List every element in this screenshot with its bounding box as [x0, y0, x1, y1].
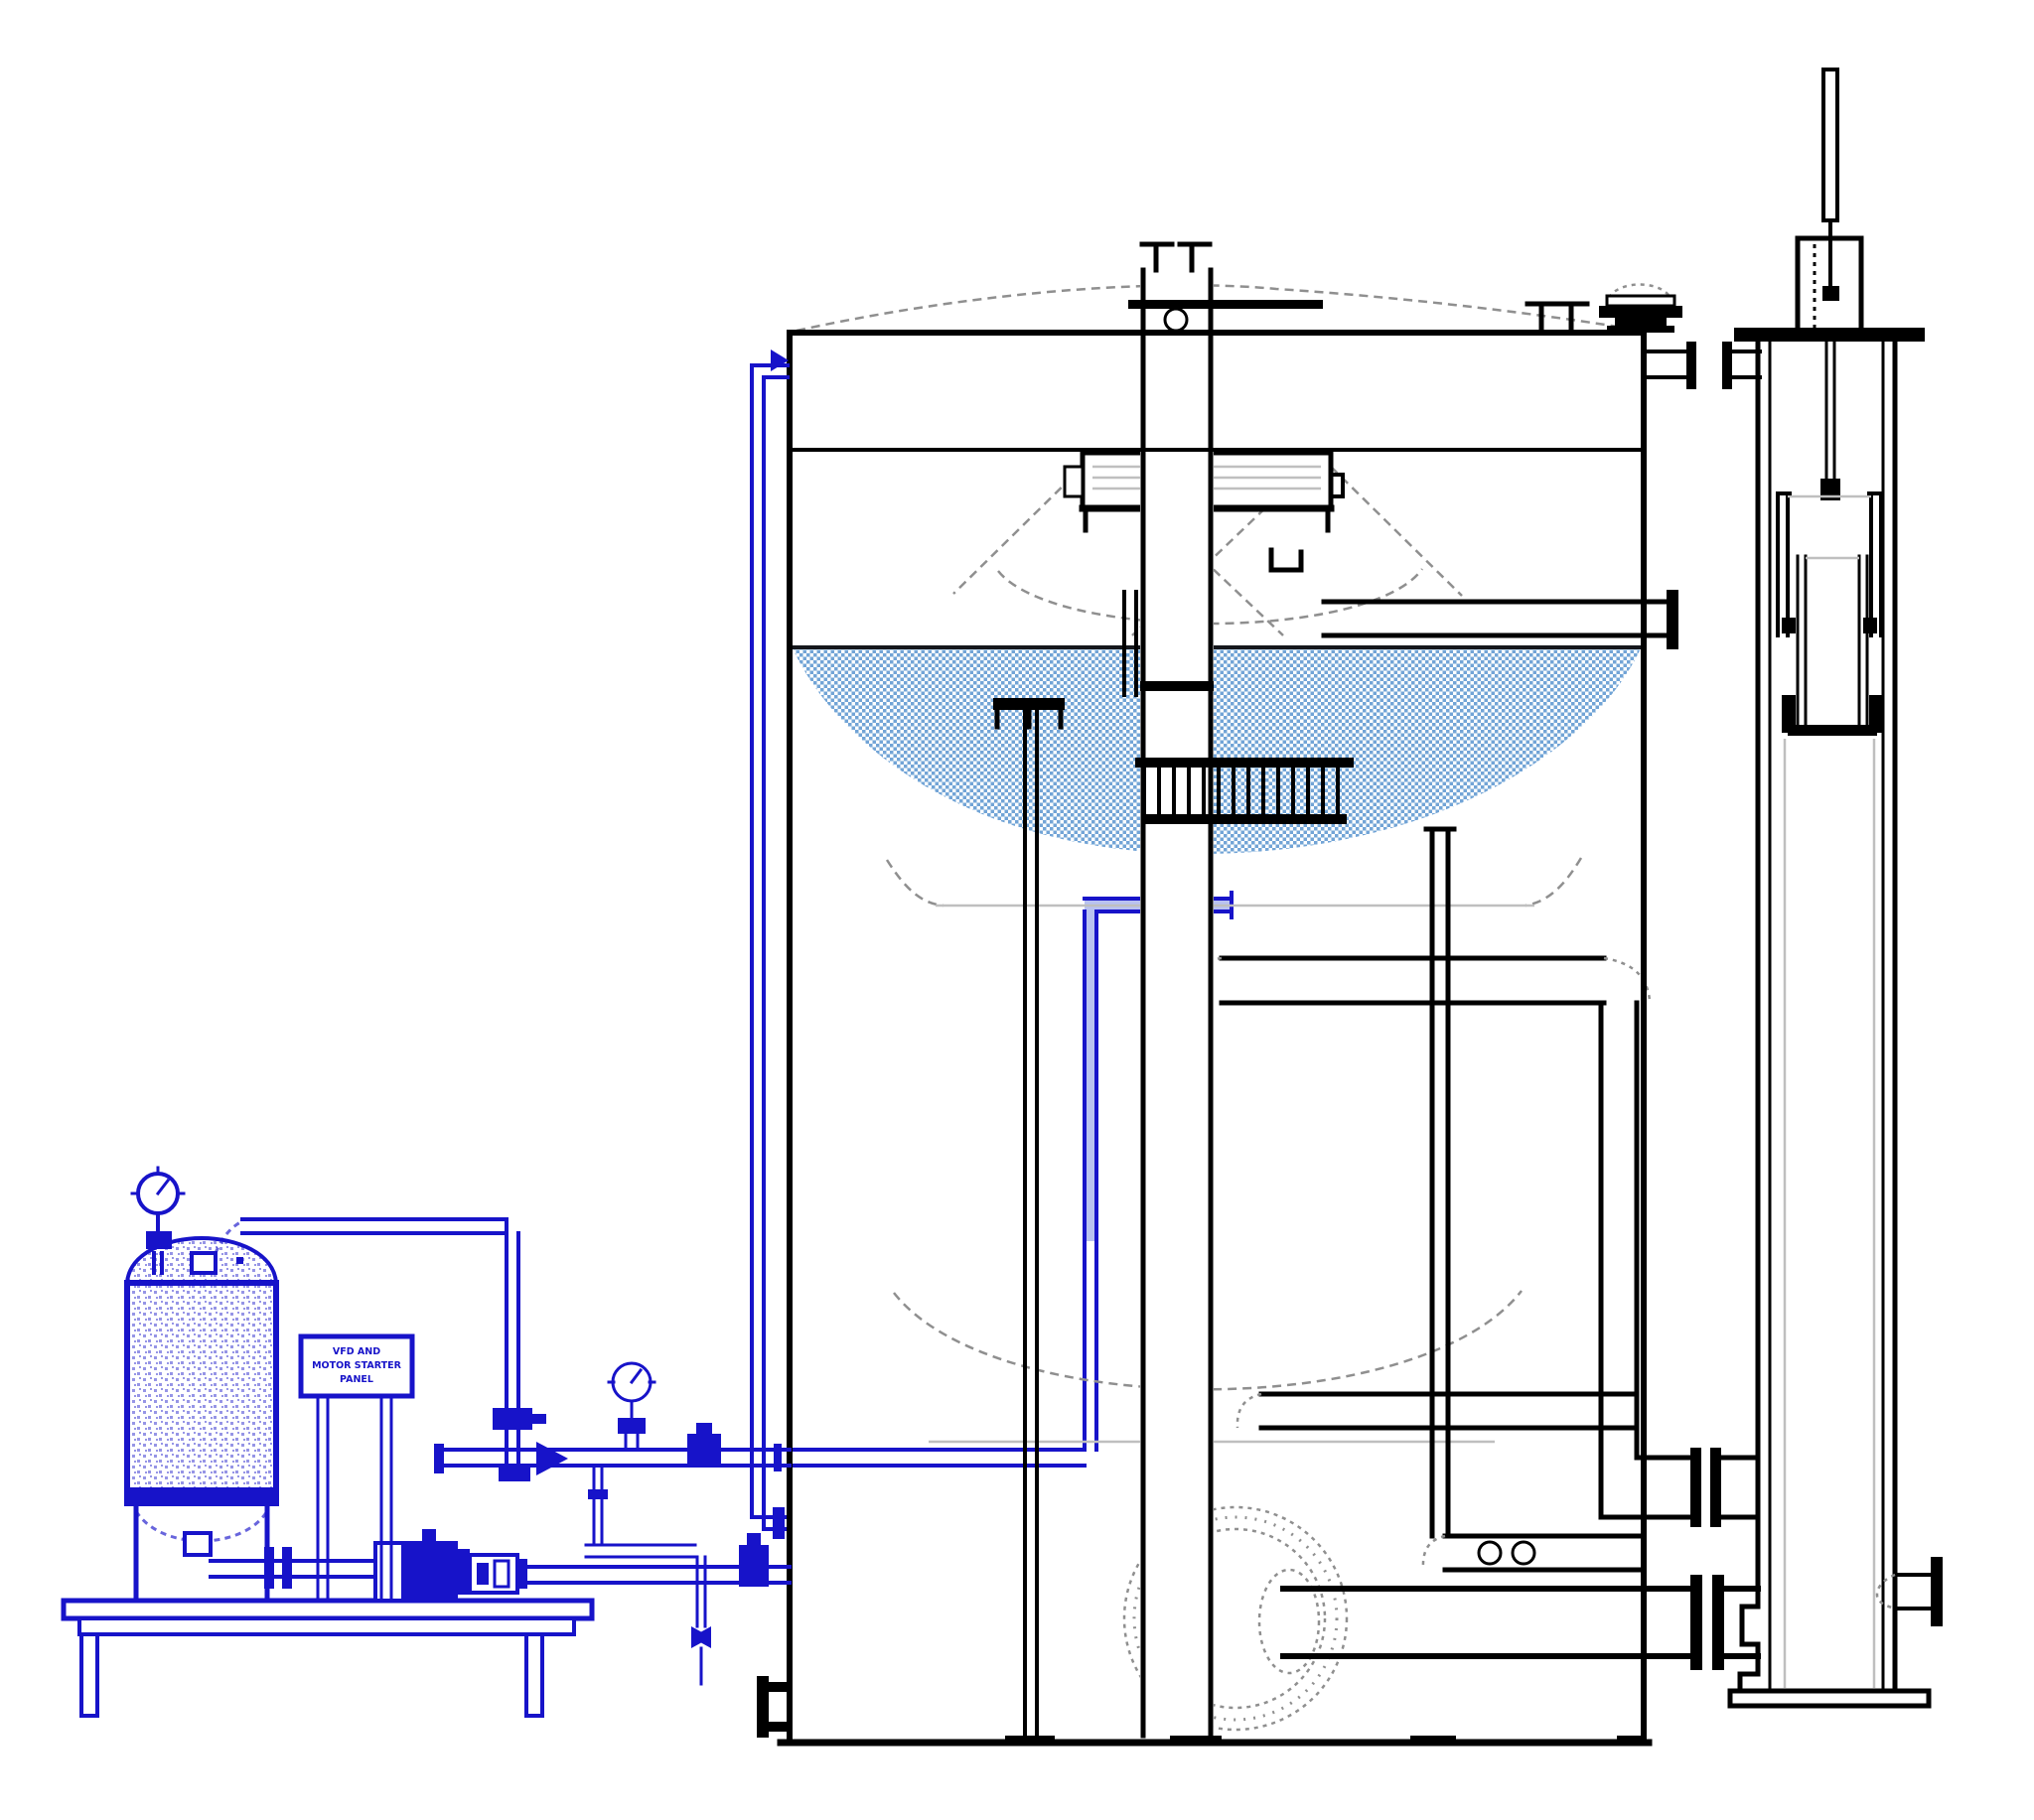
panel-label-line3: PANEL: [340, 1374, 373, 1385]
skid-table: [61, 1598, 595, 1718]
manway-and-outlet: [1122, 1505, 1761, 1732]
standpipe-column: [1722, 68, 1943, 1709]
roof-vent-2: [1525, 301, 1590, 336]
chemical-tank: [124, 1235, 279, 1604]
agitator-shaft: [1128, 241, 1323, 1739]
level-indicator-rod: [1821, 68, 1839, 222]
drain-leg: [584, 1464, 711, 1686]
float-assembly: [1776, 340, 1883, 1688]
tank-top-pipe-loop: [190, 1217, 546, 1470]
roof-manway-cap: [1599, 283, 1682, 333]
tank-roof-hidden-line: [796, 284, 1638, 333]
cone-bracket: [1268, 547, 1304, 573]
internal-piping: [1180, 826, 1761, 1573]
overflow-pipe: [1321, 590, 1678, 649]
tank-shell: [757, 330, 1653, 1747]
column-left-nozzle: [1722, 342, 1762, 389]
feedwell-left-stub: [1063, 465, 1085, 498]
sample-stub-pipe: [1122, 590, 1138, 697]
feed-manifold: [434, 1423, 792, 1481]
column-shell: [1727, 339, 1932, 1709]
column-right-nozzle: [1875, 1557, 1943, 1626]
control-panel: VFD AND MOTOR STARTER PANEL: [298, 1333, 415, 1603]
column-top-plate: [1734, 328, 1925, 342]
shaft-vent: [1139, 241, 1213, 273]
main-treatment-tank: [757, 241, 1761, 1747]
pump-skid: VFD AND MOTOR STARTER PANEL: [61, 350, 792, 1718]
top-housing: [1795, 218, 1864, 335]
motor: [404, 1529, 458, 1603]
tank-pressure-gauge: [130, 1166, 186, 1275]
internal-t-pipe: [993, 698, 1065, 1738]
riser-pipe: [750, 350, 790, 1539]
tank-right-nozzle: [1642, 342, 1696, 389]
rake-cage: [1135, 758, 1354, 824]
suction-line: [209, 1541, 405, 1603]
lower-cone-hidden: [893, 1290, 1523, 1391]
panel-label-line1: VFD AND: [333, 1346, 380, 1357]
pump: [458, 1549, 527, 1595]
upper-cone-hidden: [885, 857, 1583, 908]
feedwell-right-lug: [1331, 473, 1345, 498]
manifold-pressure-gauge: [607, 1361, 656, 1452]
discharge-piping: [525, 1533, 792, 1587]
panel-label-line2: MOTOR STARTER: [312, 1360, 402, 1371]
